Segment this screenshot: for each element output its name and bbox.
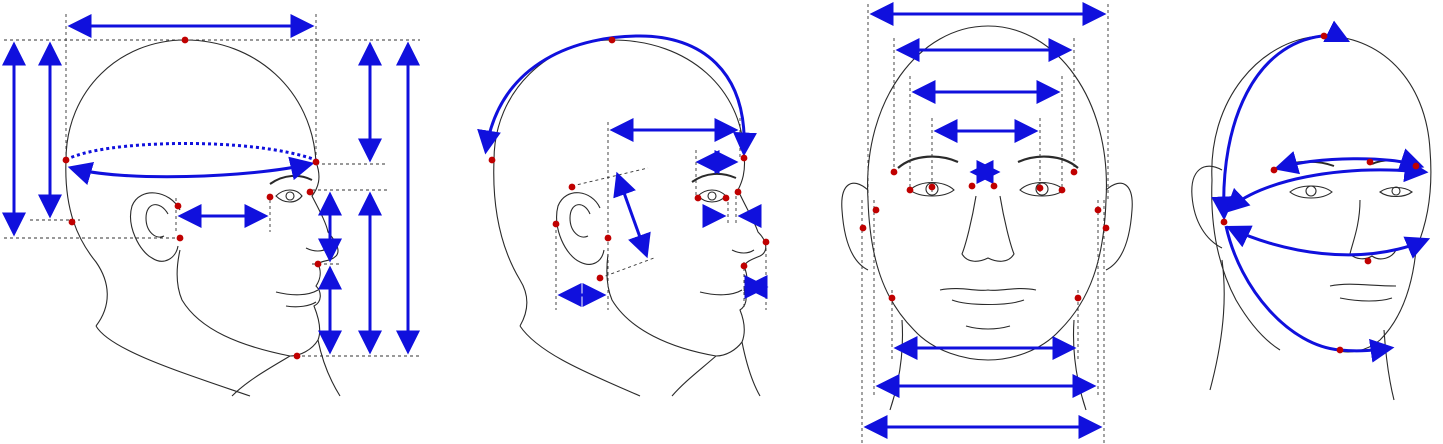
panel-circumference-measurements	[1191, 20, 1432, 401]
measurement-arrows	[863, 2, 1107, 439]
head-outline	[65, 39, 341, 397]
measurement-arrows	[477, 34, 769, 307]
measurement-arrows	[1211, 20, 1431, 363]
measurement-arrows	[2, 14, 420, 355]
panel-arc-measurements	[477, 34, 770, 397]
panel-profile-measurements	[2, 14, 420, 397]
head-outline	[493, 39, 767, 397]
guide-lines	[555, 118, 767, 310]
landmark-points	[62, 36, 322, 360]
panel-frontal-widths	[841, 2, 1133, 444]
face-outline	[1191, 35, 1432, 401]
landmark-points	[1220, 32, 1420, 354]
landmark-points	[488, 36, 770, 282]
landmark-points	[859, 168, 1110, 302]
face-outline	[841, 25, 1133, 411]
guide-lines	[861, 4, 1109, 444]
head-circumference-back	[65, 141, 317, 162]
